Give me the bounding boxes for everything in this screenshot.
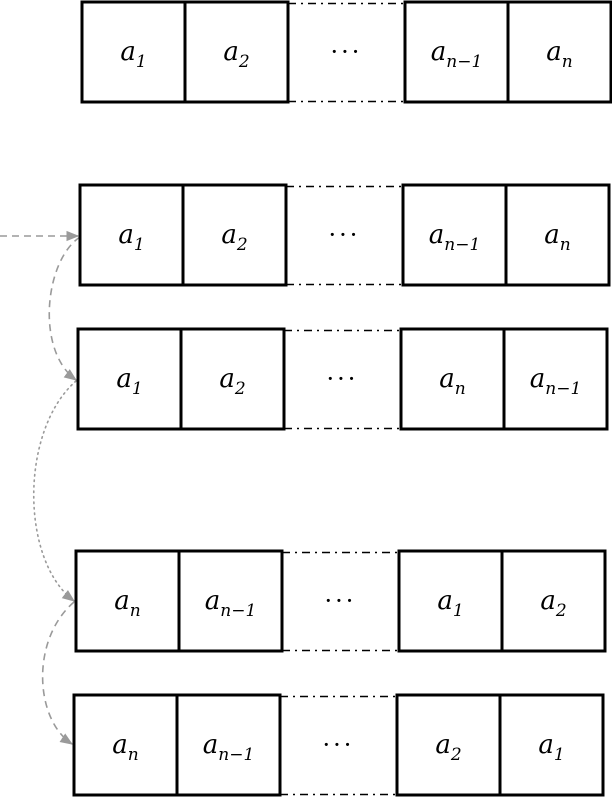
cell-label-base: a [437, 586, 453, 616]
cell-label-subscript: 1 [554, 745, 565, 765]
cell-label-subscript: n−1 [218, 745, 254, 765]
cell-label-subscript: n−1 [446, 52, 482, 72]
cell-label-subscript: 1 [453, 601, 464, 621]
array-cell [506, 0, 612, 104]
array-cell [78, 183, 185, 287]
array-cell [179, 327, 286, 431]
cell-label-base: a [538, 730, 554, 760]
cell-label-subscript: n−1 [444, 235, 480, 255]
cell-label-base: a [205, 586, 221, 616]
ellipsis: ··· [329, 221, 361, 249]
array-cell [500, 549, 607, 653]
cell-label-base: a [221, 220, 237, 250]
array-cell [397, 549, 504, 653]
cell-label: an [439, 364, 465, 399]
array-cell [181, 183, 288, 287]
transition-arrow [41, 601, 75, 745]
cell-label: an [544, 220, 570, 255]
cell-label-subscript: n−1 [545, 379, 581, 399]
array-cell [399, 327, 506, 431]
array-cell [183, 0, 290, 104]
cell-label-subscript: n [560, 235, 571, 255]
cell-label: an [546, 37, 572, 72]
cell-label-base: a [219, 364, 235, 394]
cell-label-base: a [120, 37, 136, 67]
cell-label: an [112, 730, 138, 765]
cell-label: a1 [437, 586, 463, 621]
cell-label-base: a [429, 220, 445, 250]
cell-label-subscript: 1 [136, 52, 147, 72]
array-cell [74, 549, 181, 653]
cell-label-base: a [546, 37, 562, 67]
array-cell [177, 549, 284, 653]
cell-label-base: a [530, 364, 546, 394]
cell-label-subscript: 2 [450, 745, 462, 765]
ellipsis: ··· [325, 587, 357, 615]
transition-arrow [48, 236, 81, 381]
cell-label-base: a [118, 220, 134, 250]
cell-label-subscript: n−1 [220, 601, 256, 621]
cell-label: an−1 [203, 730, 255, 765]
cell-label-base: a [439, 364, 455, 394]
cell-label: an−1 [429, 220, 481, 255]
array-cell [72, 693, 179, 797]
array-cell [502, 327, 609, 431]
array-cell [401, 183, 508, 287]
cell-label: a1 [118, 220, 144, 255]
ellipsis: ··· [327, 365, 359, 393]
cell-label: a1 [120, 37, 146, 72]
cell-label-subscript: 2 [238, 52, 250, 72]
cell-label: an−1 [431, 37, 483, 72]
cell-label-base: a [540, 586, 556, 616]
cell-label: a2 [435, 730, 461, 765]
cell-label-base: a [112, 730, 128, 760]
cell-label: an [114, 586, 140, 621]
cell-label-subscript: 1 [132, 379, 143, 399]
array-cell [175, 693, 282, 797]
cell-label-base: a [116, 364, 132, 394]
cell-label: an−1 [530, 364, 582, 399]
cell-label-subscript: n [455, 379, 466, 399]
cell-label: a1 [116, 364, 142, 399]
cell-label-base: a [435, 730, 451, 760]
transition-arrow [33, 380, 77, 602]
cell-label-base: a [114, 586, 130, 616]
cell-label-base: a [544, 220, 560, 250]
array-cell [403, 0, 510, 104]
cell-label-subscript: n [128, 745, 139, 765]
cell-label-base: a [431, 37, 447, 67]
cell-label: a2 [219, 364, 245, 399]
arrows-layer [0, 230, 81, 745]
cell-label-subscript: n [562, 52, 573, 72]
cell-label-base: a [223, 37, 239, 67]
cell-label: an−1 [205, 586, 257, 621]
ellipsis: ··· [323, 731, 355, 759]
cell-label-base: a [203, 730, 219, 760]
ellipsis: ··· [331, 38, 363, 66]
cell-label-subscript: 1 [134, 235, 145, 255]
cell-label-subscript: 2 [236, 235, 248, 255]
cell-label-subscript: 2 [234, 379, 246, 399]
cell-label-subscript: n [130, 601, 141, 621]
array-cell [504, 183, 611, 287]
array-cell [498, 693, 605, 797]
cell-label: a2 [223, 37, 249, 72]
array-cell [395, 693, 502, 797]
cell-label: a2 [540, 586, 566, 621]
array-cell [76, 327, 183, 431]
cell-label-subscript: 2 [555, 601, 567, 621]
cell-label: a2 [221, 220, 247, 255]
cell-label: a1 [538, 730, 564, 765]
